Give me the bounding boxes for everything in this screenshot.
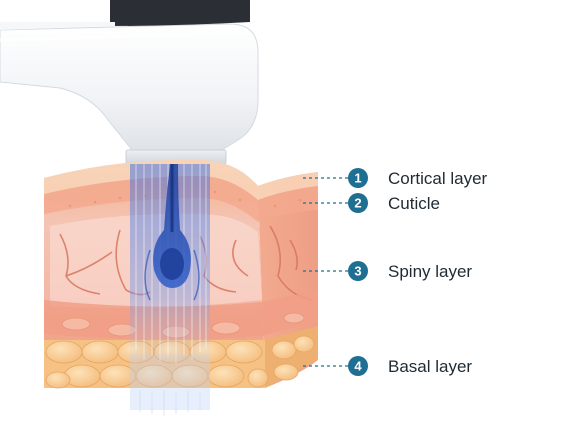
hair-follicle bbox=[144, 164, 200, 301]
svg-text:4: 4 bbox=[354, 359, 362, 374]
label-cuticle: Cuticle bbox=[388, 194, 440, 213]
callout-leaders bbox=[303, 177, 348, 367]
badge-3: 3 bbox=[348, 261, 368, 281]
label-cortical-layer: Cortical layer bbox=[388, 169, 488, 188]
handheld-device bbox=[0, 0, 259, 165]
svg-text:2: 2 bbox=[354, 196, 361, 211]
badge-2: 2 bbox=[348, 193, 368, 213]
badge-4: 4 bbox=[348, 356, 368, 376]
label-spiny-layer: Spiny layer bbox=[388, 262, 473, 281]
svg-text:1: 1 bbox=[354, 171, 361, 186]
label-basal-layer: Basal layer bbox=[388, 357, 473, 376]
svg-text:3: 3 bbox=[354, 264, 361, 279]
callout-badges: 1 2 3 4 bbox=[348, 168, 368, 376]
badge-1: 1 bbox=[348, 168, 368, 188]
